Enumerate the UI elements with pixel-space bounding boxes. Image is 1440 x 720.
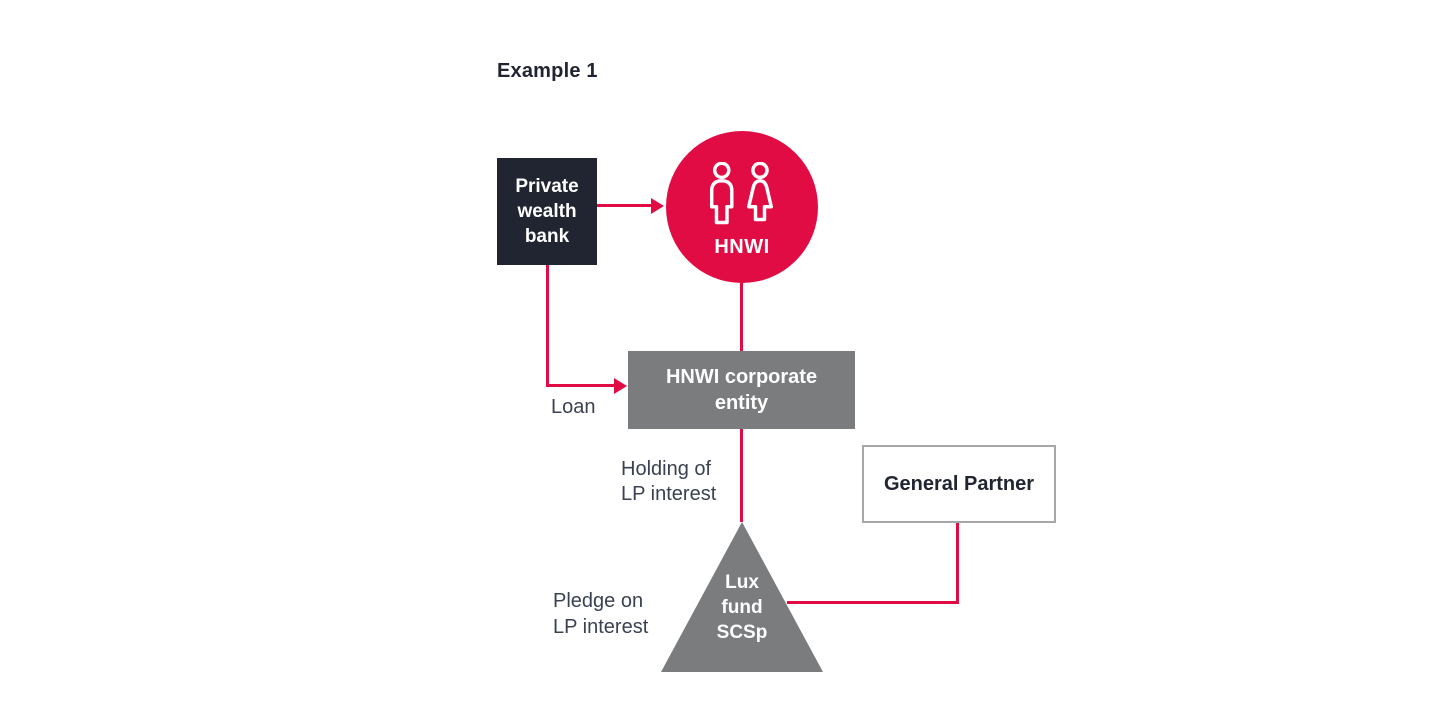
node-general-partner: General Partner (862, 445, 1056, 523)
man-icon (709, 161, 734, 225)
diagram-title: Example 1 (497, 60, 598, 82)
edge-bank-to-hnwi (597, 204, 653, 207)
arrowhead-loan (614, 378, 627, 394)
triangle-shape (661, 522, 823, 672)
lux-fund-scsp-label: Lux fund SCSp (716, 572, 768, 643)
woman-icon (747, 161, 773, 222)
edge-gp-to-fund (787, 601, 959, 604)
general-partner-label: General Partner (883, 472, 1035, 495)
node-hnwi: HNWI (666, 131, 818, 283)
edge-loan-horizontal (546, 384, 616, 387)
loan-label: Loan (551, 396, 596, 418)
pledge-lp-interest-label: Pledge on LP interest (553, 590, 649, 638)
node-hnwi-corporate-entity: HNWI corporate entity (628, 351, 855, 429)
private-wealth-bank-label: Private wealth bank (515, 176, 579, 247)
arrowhead-bank-to-hnwi (651, 198, 664, 214)
node-lux-fund-triangle (661, 522, 823, 672)
edge-hnwi-to-corporate (740, 283, 743, 351)
edge-bank-down (546, 265, 549, 387)
edge-gp-down (956, 523, 959, 603)
hnwi-label: HNWI (714, 236, 770, 258)
hnwi-corporate-entity-label: HNWI corporate entity (665, 366, 818, 414)
holding-lp-interest-label: Holding of LP interest (621, 458, 717, 505)
edge-corporate-to-fund (740, 429, 743, 522)
node-private-wealth-bank: Private wealth bank (497, 158, 597, 265)
people-icon (706, 161, 778, 231)
